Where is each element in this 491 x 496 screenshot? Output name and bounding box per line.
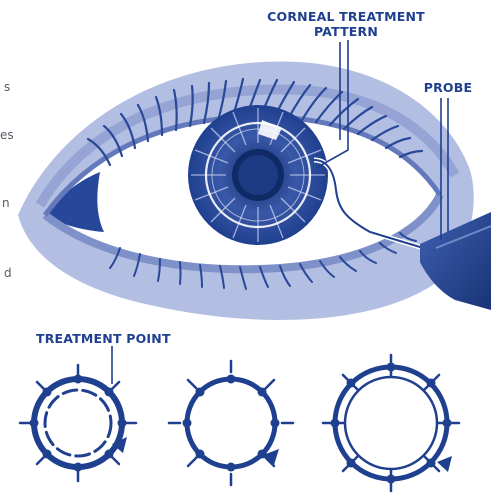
treatment-point-label: TREATMENT POINT xyxy=(36,331,196,346)
eye-illustration-icon xyxy=(18,61,474,319)
treatment-pattern-ring-8-points-icon xyxy=(20,365,136,481)
probe-label: PROBE xyxy=(416,80,480,95)
treatment-pattern-ring-double-icon xyxy=(323,355,459,491)
corneal-treatment-pattern-label: CORNEAL TREATMENT PATTERN xyxy=(246,9,446,39)
corneal-label-line-1: CORNEAL TREATMENT xyxy=(246,9,446,24)
treatment-pattern-ring-8-points-thin-icon xyxy=(169,361,293,485)
corneal-label-line-2: PATTERN xyxy=(246,24,446,39)
